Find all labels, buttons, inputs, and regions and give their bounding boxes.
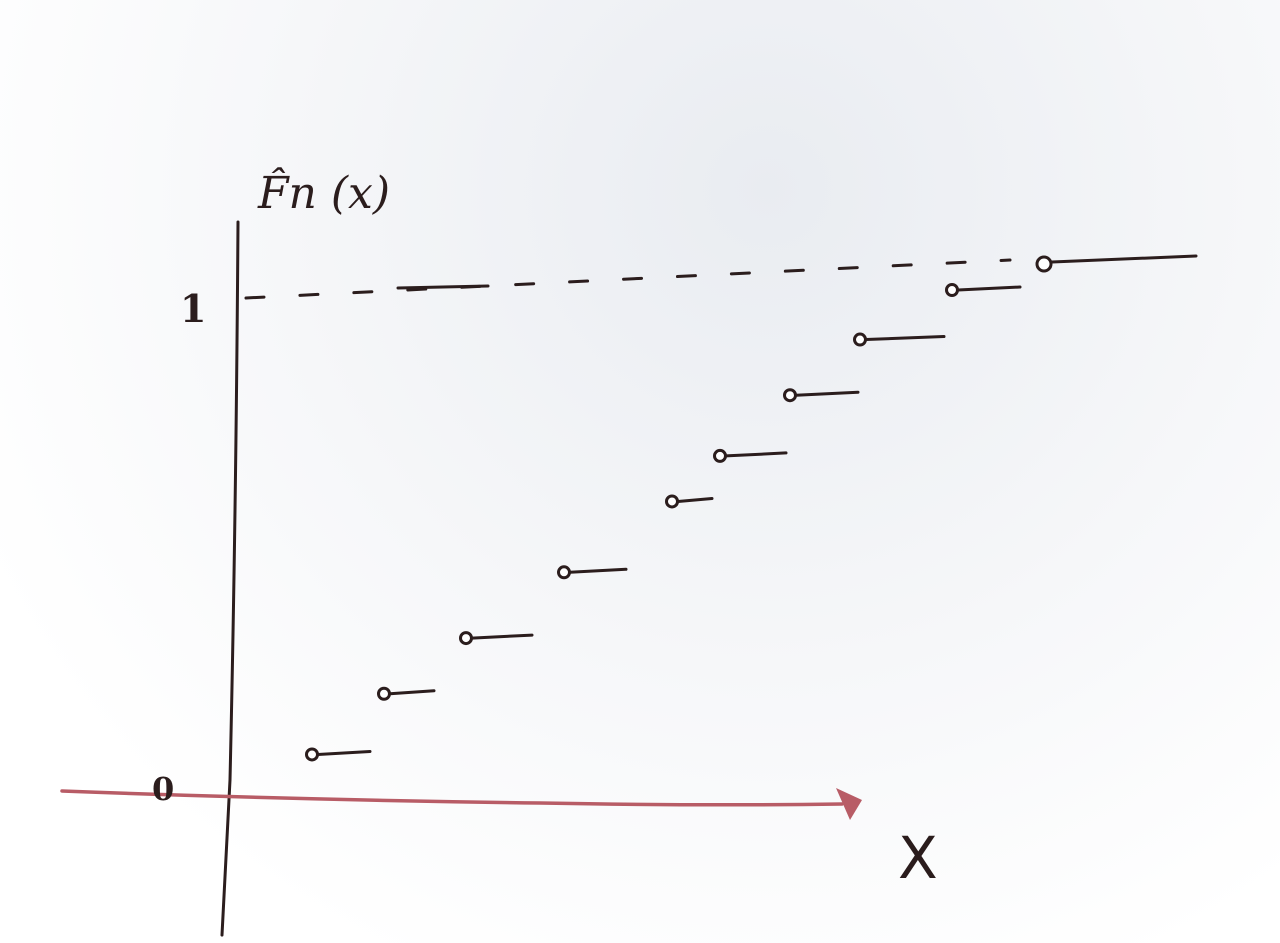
- step-open-point: [305, 747, 319, 762]
- step-open-point: [377, 686, 391, 701]
- x-axis-line: [60, 789, 844, 807]
- final-step-segment: [1050, 254, 1198, 264]
- step-open-point: [665, 494, 679, 509]
- y-axis-label: F̂n (x): [257, 166, 390, 219]
- y-tick-label-1: 1: [180, 286, 206, 331]
- step-segment: [956, 285, 1022, 292]
- x-axis-arrow: [836, 788, 862, 820]
- step-segment: [316, 749, 372, 756]
- x-axis-label: X: [898, 824, 938, 892]
- step-open-point: [945, 283, 959, 297]
- final-open-point: [1035, 255, 1053, 273]
- step-open-point: [459, 631, 473, 646]
- step-open-point: [713, 448, 727, 463]
- step-segment: [470, 633, 534, 640]
- step-segment: [568, 567, 628, 574]
- step-segment: [676, 496, 714, 503]
- step-segment: [388, 689, 436, 696]
- step-open-point: [557, 565, 571, 580]
- upper-bound-segment: [396, 284, 490, 290]
- step-segments: [305, 254, 1198, 762]
- step-segment: [864, 335, 946, 342]
- step-segment: [794, 390, 860, 397]
- step-open-point: [853, 332, 867, 347]
- step-segment: [724, 451, 788, 458]
- upper-bound-dashed-line: [244, 258, 1012, 300]
- step-open-point: [783, 388, 797, 403]
- y-axis-line: [220, 220, 240, 937]
- y-tick-label-0: 0: [152, 770, 174, 808]
